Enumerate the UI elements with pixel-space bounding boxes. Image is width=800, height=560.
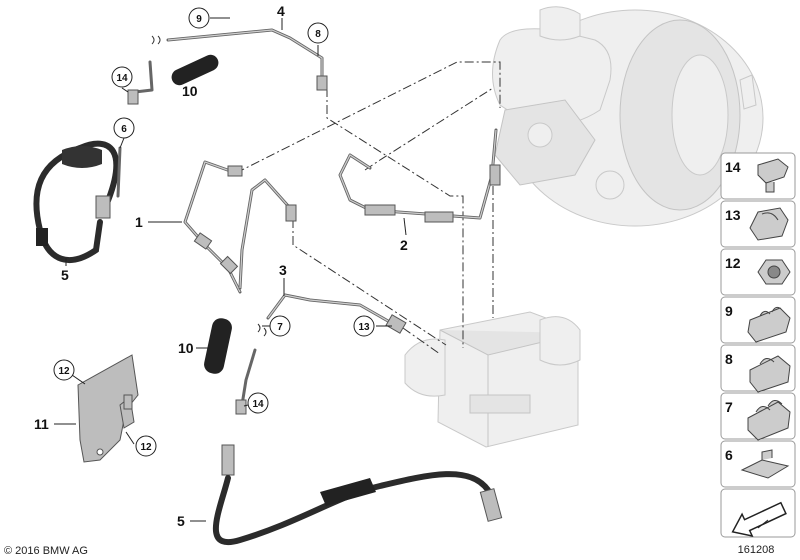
brake-pipe-2 (338, 128, 501, 223)
svg-text:12: 12 (725, 255, 741, 271)
protective-sleeve-10-mid (204, 318, 232, 374)
clip-6-icon (740, 449, 790, 479)
svg-text:14: 14 (725, 159, 741, 175)
brake-booster-ghost (492, 6, 764, 227)
thumb-6[interactable]: 6 (720, 440, 796, 488)
thumb-7[interactable]: 7 (720, 392, 796, 441)
callout-4: 4 (277, 3, 285, 19)
svg-text:14: 14 (252, 399, 264, 410)
clip-9-icon (747, 306, 791, 343)
arrow-icon (731, 501, 787, 537)
brake-hose-5-bottom (213, 444, 503, 545)
copyright-text: © 2016 BMW AG (4, 545, 88, 557)
parts-legend-column: 14 13 12 9 8 7 (720, 152, 796, 543)
circled-callout-6: 6 (113, 117, 135, 139)
circled-callout-13: 13 (353, 315, 375, 337)
circled-callout-14-top: 14 (111, 66, 133, 88)
callout-5-bottom: 5 (177, 513, 185, 529)
svg-text:7: 7 (725, 399, 733, 415)
svg-text:13: 13 (725, 207, 741, 223)
thumb-13[interactable]: 13 (720, 200, 796, 248)
brake-pipe-4 (127, 28, 328, 105)
callout-1: 1 (135, 214, 143, 230)
connection-lines (235, 61, 501, 355)
svg-text:9: 9 (725, 303, 733, 319)
callout-2: 2 (400, 237, 408, 253)
callout-3: 3 (279, 262, 287, 278)
svg-text:8: 8 (725, 351, 733, 367)
clip-8-icon (749, 355, 791, 393)
circled-callout-7: 7 (269, 315, 291, 337)
callout-11: 11 (34, 416, 49, 432)
svg-text:6: 6 (725, 447, 733, 463)
brake-pipe-1 (183, 160, 297, 294)
clip-14-icon (757, 158, 789, 193)
svg-text:7: 7 (277, 322, 283, 333)
svg-text:13: 13 (358, 322, 370, 333)
clip-13-icon (749, 207, 789, 241)
thumb-12[interactable]: 12 (720, 248, 796, 296)
svg-text:6: 6 (121, 124, 127, 135)
bracket-11 (77, 354, 139, 463)
nut-12-icon (757, 259, 791, 285)
circled-callout-12-bottom: 12 (135, 435, 157, 457)
callout-10-mid: 10 (178, 340, 194, 356)
thumb-arrow[interactable] (720, 488, 796, 543)
svg-text:9: 9 (196, 14, 202, 25)
circled-callout-8: 8 (307, 22, 329, 44)
thumb-9[interactable]: 9 (720, 296, 796, 344)
brake-pipe-3 (235, 293, 407, 415)
callout-5-left: 5 (61, 267, 69, 283)
thumb-8[interactable]: 8 (720, 344, 796, 393)
protective-sleeve-10-top (171, 54, 219, 86)
circled-callout-9: 9 (188, 7, 210, 29)
clip-7-icon (747, 400, 791, 441)
circled-callout-14-mid: 14 (247, 392, 269, 414)
brake-hose-5-left (33, 140, 122, 263)
circled-callout-12-top: 12 (53, 359, 75, 381)
svg-text:12: 12 (140, 442, 152, 453)
svg-text:12: 12 (58, 366, 70, 377)
thumb-14[interactable]: 14 (720, 152, 796, 200)
abs-unit-ghost (404, 311, 581, 448)
svg-text:14: 14 (116, 73, 128, 84)
callout-10-top: 10 (182, 83, 198, 99)
drawing-id: 161208 (738, 544, 775, 556)
svg-text:8: 8 (315, 29, 321, 40)
